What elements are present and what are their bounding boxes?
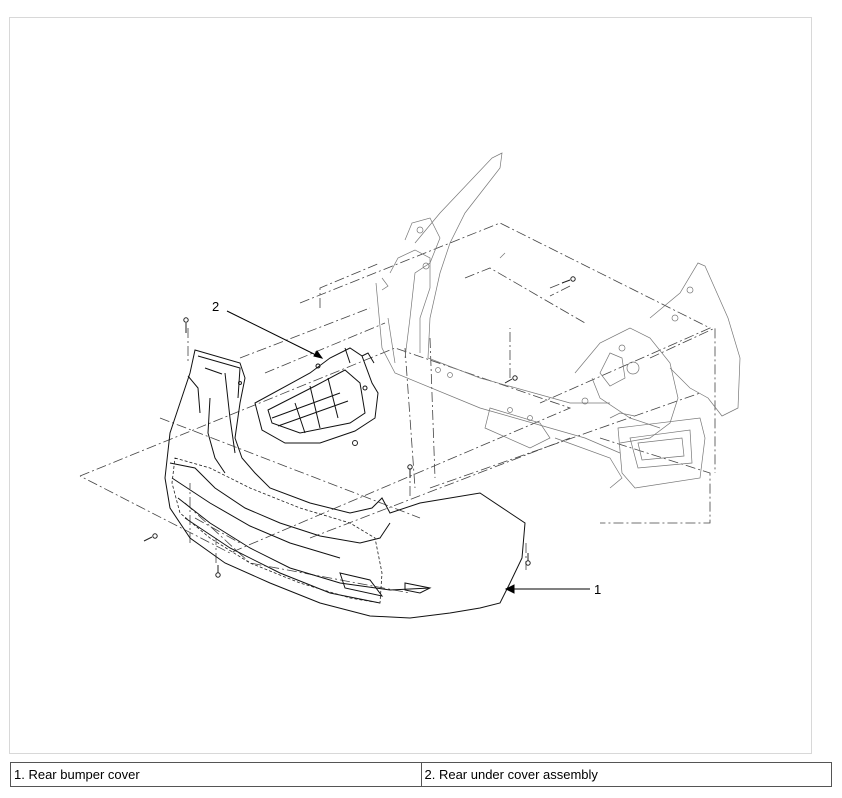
parts-legend-table: 1. Rear bumper cover 2. Rear under cover…	[10, 762, 832, 787]
callout-leaders	[226, 310, 590, 594]
callout-2: 2	[212, 299, 219, 314]
bumper-hidden-outline	[171, 457, 383, 604]
callout-labels: 2 1	[212, 299, 601, 597]
cropped-header-text	[30, 0, 190, 6]
vehicle-body-frame	[375, 152, 741, 489]
guide-lines	[79, 222, 716, 594]
legend-item-rear-bumper-cover: 1. Rear bumper cover	[10, 762, 422, 787]
diagram-frame: 2 1	[9, 17, 812, 754]
callout-1: 1	[594, 582, 601, 597]
legend-item-rear-under-cover-assembly: 2. Rear under cover assembly	[420, 762, 832, 787]
rear-bumper-cover	[164, 349, 526, 619]
rear-under-cover-assembly	[254, 347, 379, 444]
table-row: 1. Rear bumper cover 2. Rear under cover…	[10, 762, 832, 787]
exploded-view-diagram: 2 1	[79, 152, 741, 619]
